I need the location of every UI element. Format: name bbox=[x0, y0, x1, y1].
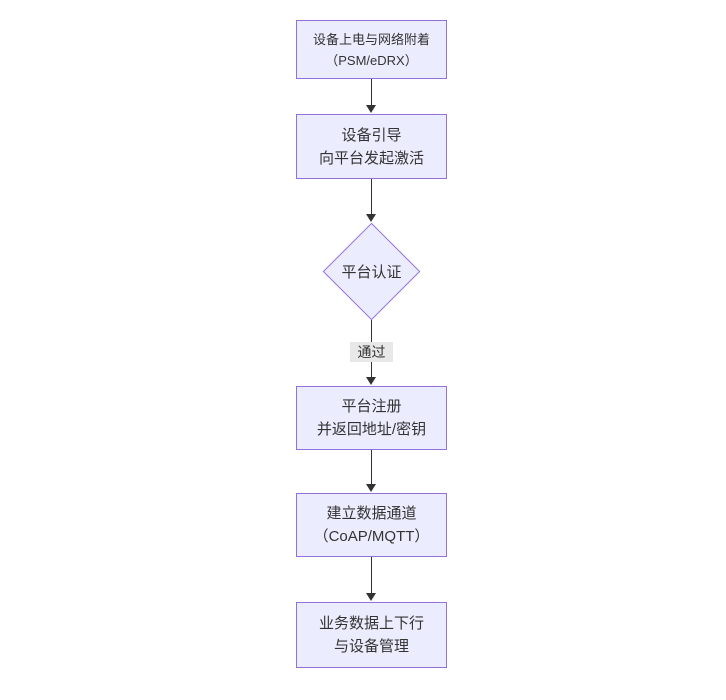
node-label-line: 设备上电与网络附着 bbox=[312, 31, 430, 47]
decision-platform-auth-label: 平台认证 bbox=[341, 264, 402, 281]
arrow-line bbox=[371, 450, 372, 487]
node-label-line: （CoAP/MQTT） bbox=[313, 528, 430, 545]
arrow-down-5 bbox=[365, 557, 378, 601]
arrowhead-down-icon bbox=[366, 593, 376, 601]
arrow-line bbox=[371, 179, 372, 217]
node-data-channel: 建立数据通道 （CoAP/MQTT） bbox=[296, 493, 447, 557]
arrowhead-down-icon bbox=[366, 377, 376, 385]
arrow-down-2 bbox=[365, 179, 378, 222]
node-platform-register: 平台注册 并返回地址/密钥 bbox=[296, 386, 447, 450]
node-label-line: （PSM/eDRX） bbox=[325, 52, 418, 68]
node-label-line: 设备引导 bbox=[341, 126, 402, 144]
node-label-line: 平台注册 bbox=[341, 398, 402, 415]
arrowhead-down-icon bbox=[366, 105, 376, 113]
edge-label-pass: 通过 bbox=[350, 342, 393, 362]
node-label-line: 业务数据上下行 bbox=[318, 615, 424, 632]
node-label-line: 向平台发起激活 bbox=[318, 149, 424, 167]
arrowhead-down-icon bbox=[366, 484, 376, 492]
node-device-bootstrap: 设备引导 向平台发起激活 bbox=[296, 114, 447, 179]
node-label-line: 建立数据通道 bbox=[326, 505, 417, 522]
arrowhead-down-icon bbox=[366, 214, 376, 222]
node-label-line: 并返回地址/密钥 bbox=[316, 421, 427, 438]
arrow-down-1 bbox=[365, 79, 378, 113]
arrow-line bbox=[371, 557, 372, 596]
node-label-line: 与设备管理 bbox=[333, 638, 409, 655]
arrow-down-4 bbox=[365, 450, 378, 492]
node-business-data-mgmt: 业务数据上下行 与设备管理 bbox=[296, 602, 447, 668]
node-power-network-attach: 设备上电与网络附着 （PSM/eDRX） bbox=[296, 20, 447, 79]
arrow-line bbox=[371, 79, 372, 108]
